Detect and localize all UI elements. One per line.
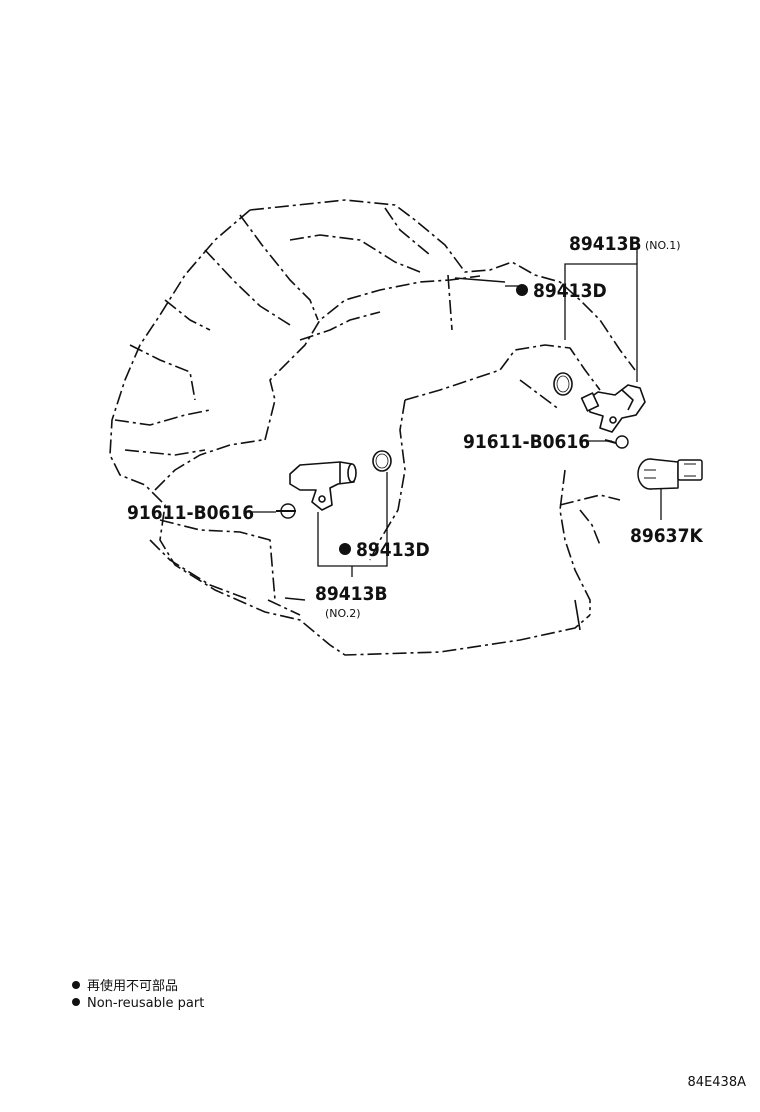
legend-en-text: Non-reusable part — [87, 996, 205, 1011]
no2-speed-sensor-icon — [289, 461, 357, 511]
no1-speed-sensor-icon — [580, 384, 646, 433]
transmission-switch-icon — [637, 458, 703, 490]
bullet-icon — [72, 981, 80, 989]
transmission-housing-outline — [109, 199, 636, 656]
housing-solid-edges — [284, 277, 581, 631]
no1-sensor-part-label: 89413B — [569, 233, 642, 255]
no2-bolt-part-label: 91611-B0616 — [127, 502, 254, 524]
no1-bolt-part-label: 91611-B0616 — [463, 431, 590, 453]
no1-bolt-icon — [604, 435, 629, 449]
no1-o-ring-icon — [553, 372, 573, 396]
figure-code: 84E438A — [687, 1075, 746, 1090]
no2-sensor-note: (NO.2) — [325, 607, 361, 620]
no1-sensor-note: (NO.1) — [645, 239, 681, 252]
no1-sensor-bracket — [564, 263, 638, 382]
legend-ja-text: 再使用不可部品 — [87, 979, 179, 994]
legend-english: Non-reusable part — [72, 995, 204, 1012]
no2-o-ring-icon — [372, 450, 392, 472]
no1-oring-part-label: 89413D — [533, 280, 607, 302]
no2-oring-part-label: 89413D — [356, 539, 430, 561]
switch-part-label: 89637K — [630, 525, 703, 547]
no2-sensor-part-label: 89413B — [315, 583, 388, 605]
bullet-icon — [72, 998, 80, 1006]
no2-bolt-icon — [276, 503, 296, 519]
non-reusable-marker — [339, 543, 351, 555]
non-reusable-marker — [516, 284, 528, 296]
legend-japanese: 再使用不可部品 — [72, 978, 178, 995]
